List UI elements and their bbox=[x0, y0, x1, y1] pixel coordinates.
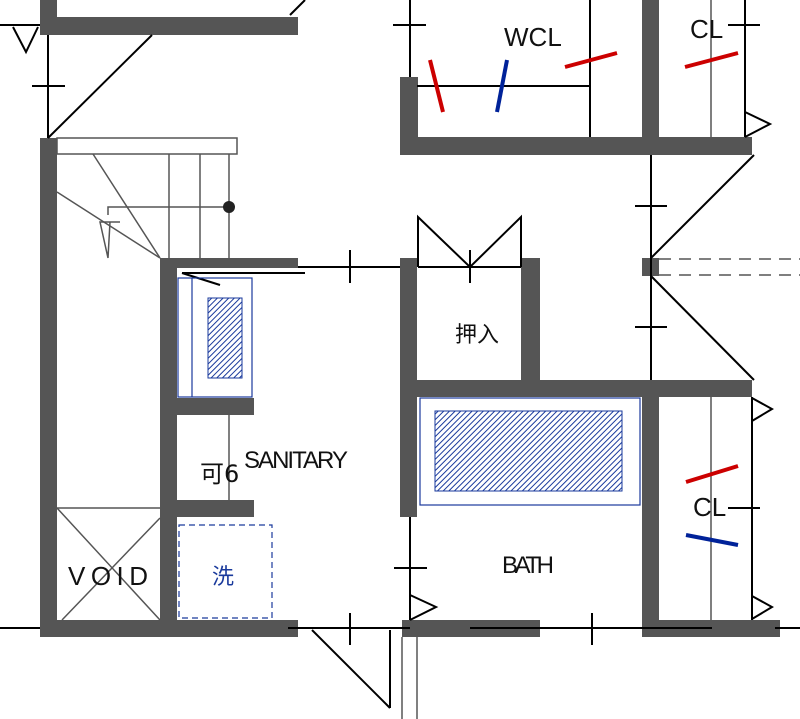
room-label-cl-top: CL bbox=[690, 14, 723, 44]
newel-post-icon bbox=[223, 201, 235, 213]
bathtub bbox=[419, 397, 641, 506]
walls bbox=[40, 0, 780, 637]
washer-space bbox=[178, 524, 273, 619]
room-label-sanitary: SANITARY bbox=[244, 447, 348, 474]
pipe-marks bbox=[428, 51, 739, 547]
room-label-closet: 押入 bbox=[455, 323, 499, 348]
toilet-fixture bbox=[177, 277, 253, 398]
washer-label: 洗 bbox=[212, 565, 234, 590]
room-label-wcl: WCL bbox=[504, 22, 562, 52]
room-label-void: VOID bbox=[68, 561, 148, 591]
room-label-cl-right: CL bbox=[693, 492, 726, 522]
room-label-bath: BATH bbox=[502, 552, 554, 579]
sanitary-note: 可6 bbox=[200, 460, 239, 488]
